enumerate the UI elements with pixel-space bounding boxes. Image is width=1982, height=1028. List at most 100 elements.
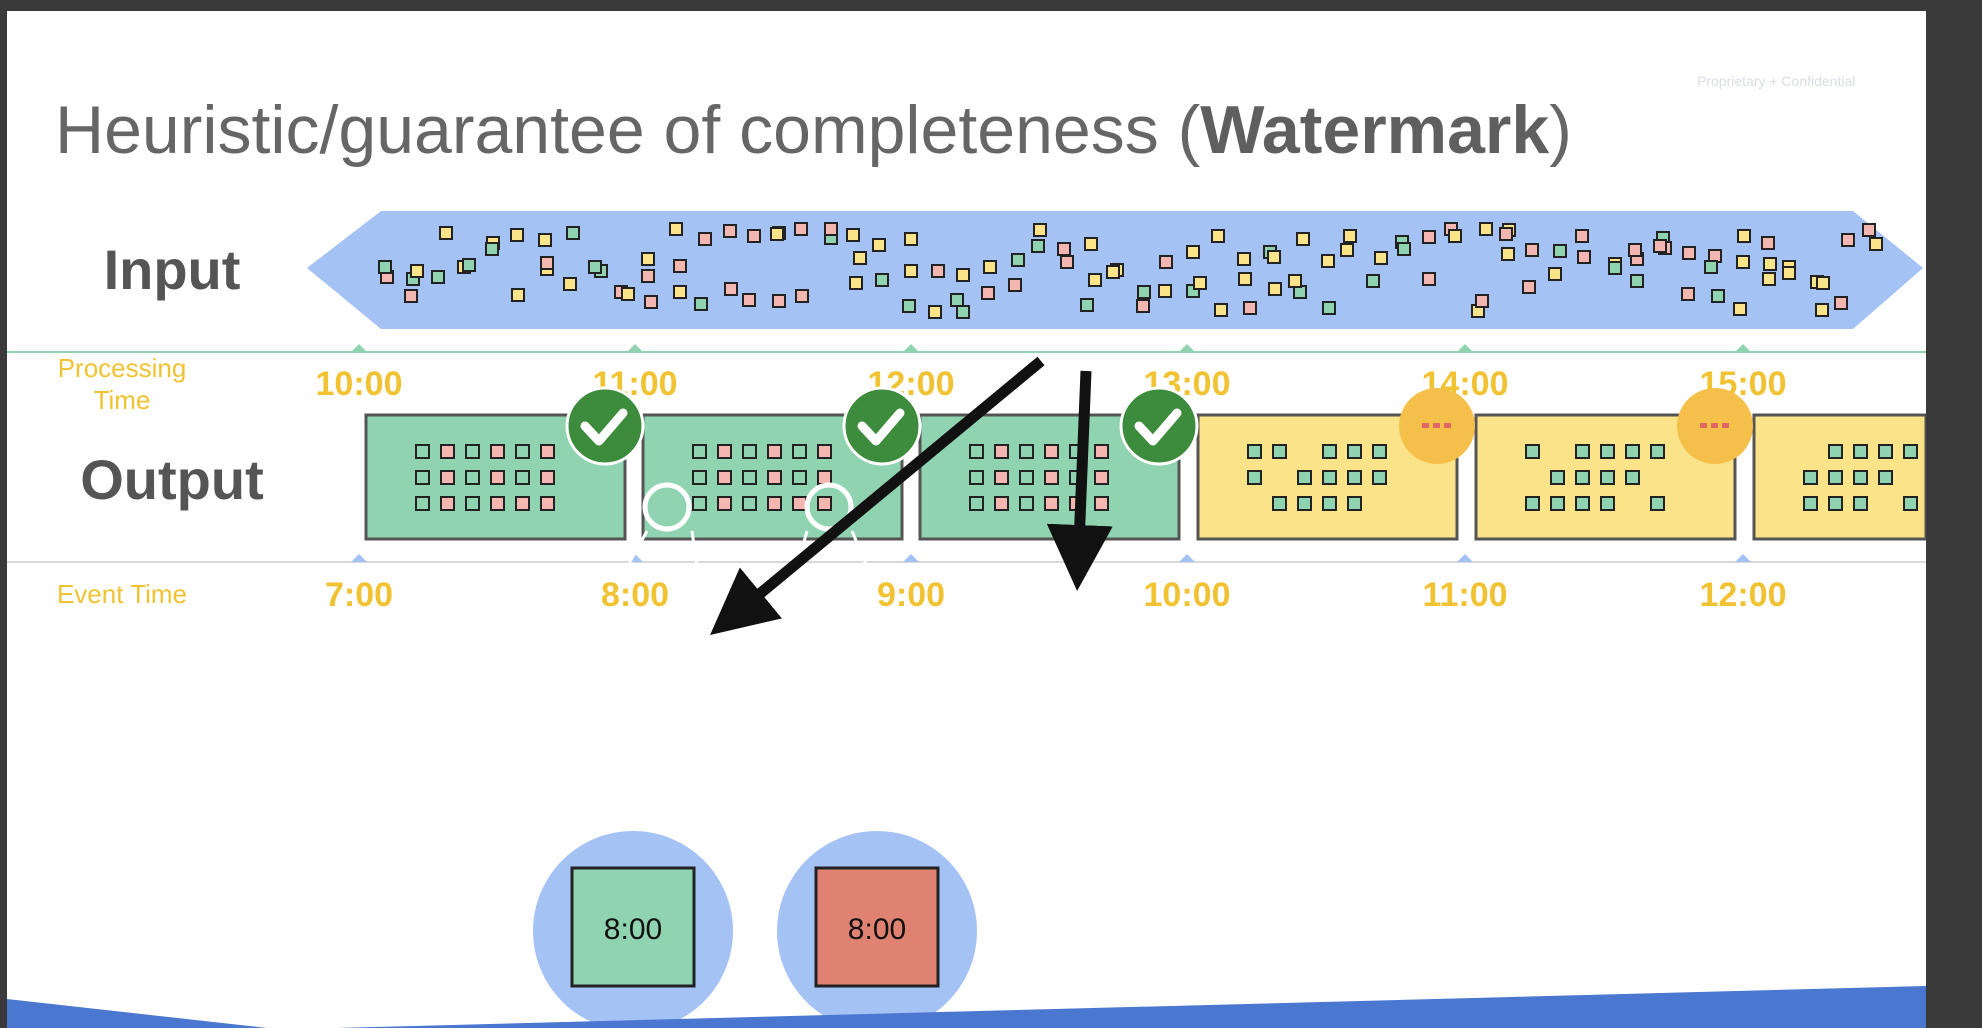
input-event-dot xyxy=(1193,276,1207,290)
input-event-dot xyxy=(1628,243,1642,257)
input-event-dot xyxy=(956,268,970,282)
input-event-dot xyxy=(872,238,886,252)
output-element-dot xyxy=(1019,496,1034,511)
processing-time-label-line1: Processing xyxy=(58,353,187,383)
output-element-dot xyxy=(792,444,807,459)
input-event-dot xyxy=(641,252,655,266)
output-element-dot xyxy=(1853,496,1868,511)
input-event-dot xyxy=(563,277,577,291)
processing-tick-marker xyxy=(1457,344,1473,352)
input-event-dot xyxy=(931,264,945,278)
output-element-dot xyxy=(1272,444,1287,459)
input-event-dot xyxy=(1211,229,1225,243)
event-tick-label: 10:00 xyxy=(1144,576,1231,614)
input-event-dot xyxy=(644,295,658,309)
processing-tick-marker xyxy=(1735,344,1751,352)
input-event-dot xyxy=(1448,229,1462,243)
output-element-dot xyxy=(969,496,984,511)
check-badge-icon xyxy=(1119,386,1199,466)
input-event-dot xyxy=(641,269,655,283)
input-event-dot xyxy=(510,228,524,242)
input-event-dot xyxy=(1682,246,1696,260)
input-event-dot xyxy=(981,286,995,300)
output-element-dot xyxy=(1044,470,1059,485)
legend-label-1: 8:00 xyxy=(604,913,662,946)
output-element-dot xyxy=(1550,496,1565,511)
input-label: Input xyxy=(104,238,241,301)
processing-tick-label: 10:00 xyxy=(316,365,403,403)
input-event-dot xyxy=(378,260,392,274)
output-label: Output xyxy=(80,448,263,511)
input-event-dot xyxy=(1761,236,1775,250)
check-badge-icon xyxy=(842,386,922,466)
input-event-dot xyxy=(1499,227,1513,241)
input-event-dot xyxy=(1733,302,1747,316)
input-event-dot xyxy=(1008,278,1022,292)
output-element-dot xyxy=(692,496,707,511)
output-element-dot xyxy=(817,496,832,511)
output-element-dot xyxy=(1525,444,1540,459)
event-tick-label: 8:00 xyxy=(601,576,669,614)
output-element-dot xyxy=(1094,444,1109,459)
input-event-dot xyxy=(1159,255,1173,269)
slide-title: Heuristic/guarantee of completeness (Wat… xyxy=(55,91,1572,169)
input-event-dot xyxy=(1653,239,1667,253)
input-event-dot xyxy=(588,260,602,274)
input-event-dot xyxy=(1106,265,1120,279)
output-element-dot xyxy=(1019,470,1034,485)
input-event-dot xyxy=(1548,267,1562,281)
confidential-label: Proprietary + Confidential xyxy=(1697,73,1856,89)
input-event-dot xyxy=(747,229,761,243)
input-event-dot xyxy=(566,226,580,240)
output-element-dot xyxy=(540,496,555,511)
output-element-dot xyxy=(1247,470,1262,485)
output-element-dot xyxy=(692,470,707,485)
input-event-dot xyxy=(795,289,809,303)
legend-label-2: 8:00 xyxy=(848,913,906,946)
slide: Heuristic/guarantee of completeness (Wat… xyxy=(7,11,1926,1028)
processing-tick-marker xyxy=(903,344,919,352)
output-element-dot xyxy=(415,496,430,511)
input-event-dot xyxy=(698,232,712,246)
input-event-dot xyxy=(846,228,860,242)
pending-badge-icon xyxy=(1399,388,1475,464)
output-element-dot xyxy=(717,444,732,459)
input-event-dot xyxy=(724,282,738,296)
input-event-dot xyxy=(1841,233,1855,247)
input-event-dot xyxy=(1080,298,1094,312)
output-element-dot xyxy=(465,470,480,485)
input-event-dot xyxy=(853,251,867,265)
output-element-dot xyxy=(994,496,1009,511)
input-event-dot xyxy=(1060,255,1074,269)
output-element-dot xyxy=(1322,470,1337,485)
output-element-dot xyxy=(767,444,782,459)
input-event-dot xyxy=(540,256,554,270)
output-element-dot xyxy=(817,444,832,459)
output-element-dot xyxy=(1347,496,1362,511)
output-element-dot xyxy=(540,444,555,459)
event-tick-label: 12:00 xyxy=(1700,576,1787,614)
late-arrow-2 xyxy=(1046,370,1113,591)
output-element-dot xyxy=(1828,470,1843,485)
output-element-dot xyxy=(1322,496,1337,511)
input-event-dot xyxy=(723,224,737,238)
event-tick-label: 9:00 xyxy=(877,576,945,614)
event-tick-label: 7:00 xyxy=(325,576,393,614)
output-element-dot xyxy=(1550,470,1565,485)
input-event-dot xyxy=(983,260,997,274)
input-event-dot xyxy=(1782,266,1796,280)
input-event-dot xyxy=(928,305,942,319)
title-prefix: Heuristic/guarantee of completeness ( xyxy=(55,92,1201,168)
input-event-dot xyxy=(1243,301,1257,315)
output-element-dot xyxy=(1878,444,1893,459)
input-event-dot xyxy=(1422,230,1436,244)
input-event-dot xyxy=(1608,261,1622,275)
input-event-dot xyxy=(404,289,418,303)
input-event-dot xyxy=(904,232,918,246)
output-element-dot xyxy=(1044,496,1059,511)
output-element-dot xyxy=(1247,444,1262,459)
output-element-dot xyxy=(1272,496,1287,511)
output-element-dot xyxy=(415,444,430,459)
input-event-dot xyxy=(794,222,808,236)
